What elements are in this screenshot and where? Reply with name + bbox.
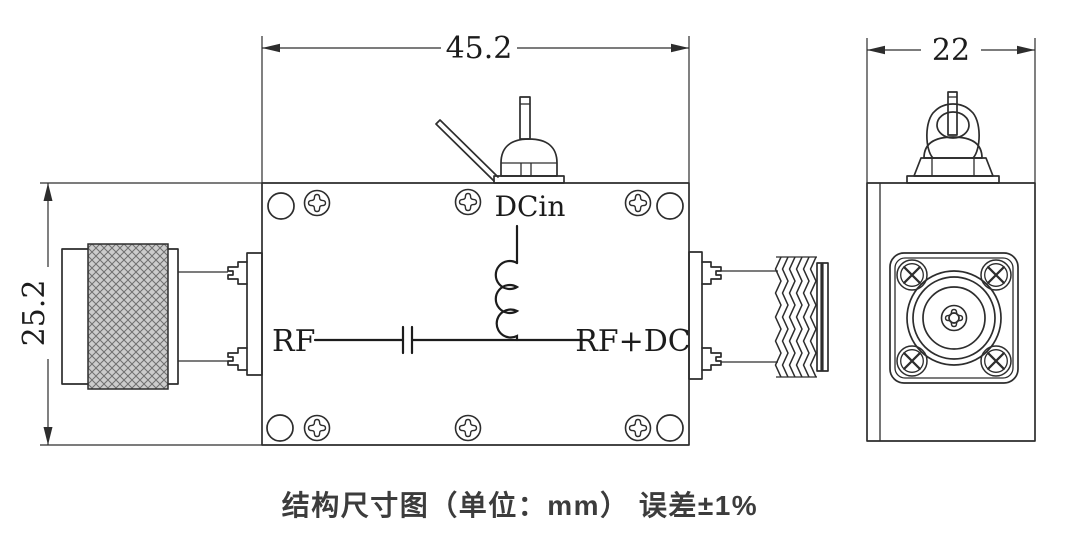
dim-front-height: 25.2 xyxy=(17,182,262,446)
feedthrough-lead-wire xyxy=(435,119,499,182)
phillips-screw-icon xyxy=(624,414,652,442)
corner-hole xyxy=(267,192,295,220)
phillips-screw-icon xyxy=(454,414,482,442)
arrowhead-right xyxy=(1017,45,1035,55)
phillips-screw-icon xyxy=(303,189,331,217)
dc-feedthrough-side xyxy=(906,91,1000,184)
dc-in-label: DCin xyxy=(495,190,566,223)
flange-x-screw-icon xyxy=(895,344,929,378)
side-view: 22 xyxy=(866,33,1036,442)
feedthrough-dome xyxy=(923,136,983,159)
arrowhead-down xyxy=(43,427,53,445)
capacitor-symbol xyxy=(401,325,414,355)
corner-hole xyxy=(266,414,294,442)
flange-x-screw-icon xyxy=(979,344,1013,378)
connector-outer-ring xyxy=(906,270,1002,366)
caption: 结构尺寸图（单位：mm） 误差±1% xyxy=(282,489,758,521)
feedthrough-base xyxy=(906,175,1000,184)
cover-screws xyxy=(303,188,652,442)
threaded-coupling xyxy=(774,256,817,378)
front-view: 45.2 25.2 DCin xyxy=(17,31,829,446)
connector-dielectric xyxy=(922,286,986,350)
flange-screw-profile xyxy=(227,347,248,371)
rf-label: RF xyxy=(272,324,315,359)
rf-dc-label: RF+DC xyxy=(575,324,691,359)
flange-x-screw-icon xyxy=(895,258,929,292)
bias-tee-schematic: DCin RF RF+DC xyxy=(272,190,691,359)
center-pin xyxy=(948,312,960,324)
arrowhead-left xyxy=(262,43,280,53)
feedthrough-pin xyxy=(519,96,531,140)
flange-screw-profile xyxy=(701,347,722,371)
knurled-grip xyxy=(87,243,169,390)
corner-holes xyxy=(266,192,684,442)
inductor-symbol xyxy=(494,259,520,342)
corner-hole xyxy=(656,192,684,220)
feedthrough-pin xyxy=(947,91,958,136)
n-connector-face xyxy=(889,252,1019,384)
flange-plate xyxy=(889,252,1019,384)
connector-neck xyxy=(721,270,778,363)
dim-front-height-label: 25.2 xyxy=(17,280,52,347)
dim-front-width-label: 45.2 xyxy=(446,31,513,66)
enclosure-body-front xyxy=(261,182,690,446)
phillips-screw-icon xyxy=(454,188,482,216)
corner-hole xyxy=(656,414,684,442)
flange-screw-profile xyxy=(227,261,248,285)
connector-ring xyxy=(912,276,996,360)
left-n-male-connector xyxy=(61,243,263,390)
dc-feedthrough-front xyxy=(435,96,565,184)
flange-x-screw-icon xyxy=(979,258,1013,292)
feedthrough-nut xyxy=(913,157,994,177)
phillips-screw-icon xyxy=(303,414,331,442)
feedthrough-base xyxy=(493,175,565,184)
arrowhead-left xyxy=(867,45,885,55)
flange-screw-profile xyxy=(701,261,722,285)
dim-side-width-label: 22 xyxy=(932,33,970,68)
connector-neck xyxy=(178,271,228,362)
solder-lug xyxy=(926,103,980,159)
right-n-female-connector xyxy=(688,251,829,380)
dim-front-width: 45.2 xyxy=(261,31,690,183)
center-contact-icon xyxy=(940,304,968,332)
solder-lug-hole xyxy=(936,111,970,139)
feedthrough-dome xyxy=(500,138,558,177)
phillips-screw-icon xyxy=(624,189,652,217)
connector-flange xyxy=(688,251,703,380)
arrowhead-right xyxy=(671,43,689,53)
connector-flange xyxy=(246,252,263,376)
dim-side-width: 22 xyxy=(866,33,1036,183)
arrowhead-up xyxy=(43,183,53,201)
